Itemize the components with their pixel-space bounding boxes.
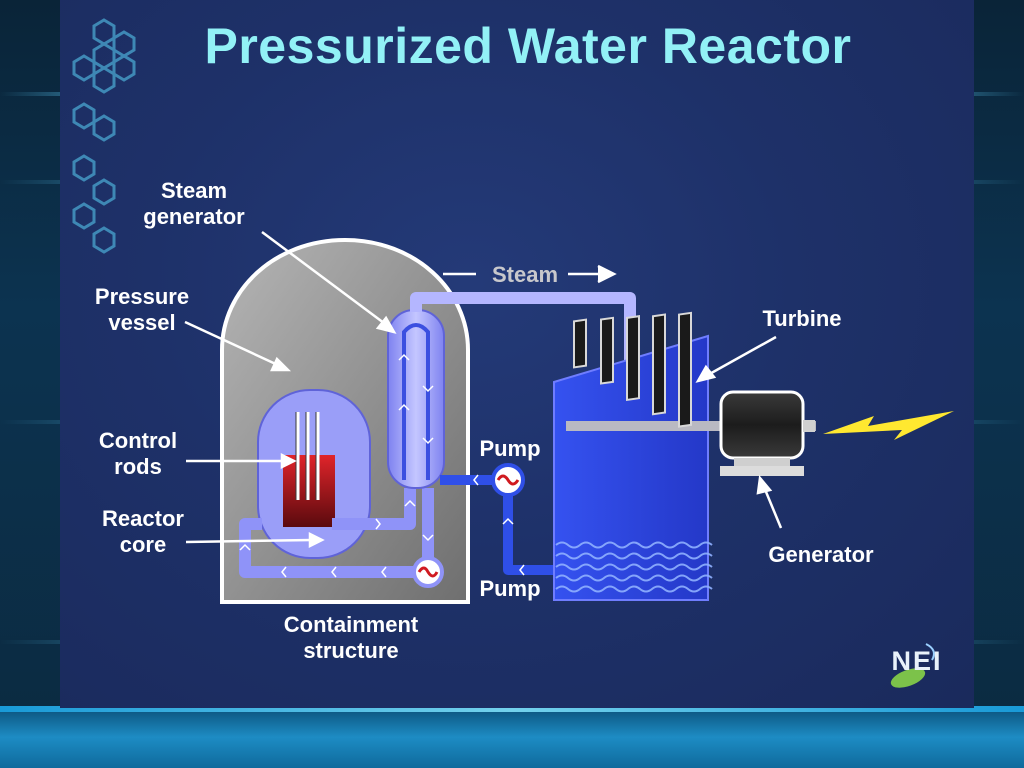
label-pressure-vessel: Pressure vessel [78,284,206,336]
steam-generator [387,309,445,489]
turbine-blades [566,311,816,431]
label-pressure-vessel-line2: vessel [108,310,176,335]
turbine-housing [553,334,713,601]
label-containment-line2: structure [303,638,399,663]
bottom-glow [0,706,1024,716]
label-control-rods-line2: rods [114,454,162,479]
leader-lines [184,230,783,549]
label-reactor-core-line1: Reactor [102,506,184,531]
page-title: Pressurized Water Reactor [204,18,852,74]
label-steam: Steam [491,262,559,287]
label-reactor-core: Reactor core [82,506,204,558]
nei-logo [890,643,935,688]
label-turbine: Turbine [762,306,842,331]
label-containment-line1: Containment [283,612,419,637]
flow-arrows [239,353,525,578]
label-steam-generator-line1: Steam [160,178,228,203]
label-reactor-core-line2: core [119,532,167,557]
label-steam-generator-line2: generator [143,204,245,229]
generator [719,390,815,476]
label-containment-structure: Containment structure [260,612,442,664]
steam-arrow [443,264,617,284]
label-steam-generator: Steam generator [124,178,264,230]
label-pump-lower: Pump [479,576,541,601]
label-pump-upper: Pump [479,436,541,461]
bottom-band [0,712,1024,768]
label-pressure-vessel-line1: Pressure [94,284,190,309]
pump-lower [412,556,444,588]
label-generator: Generator [768,542,874,567]
label-control-rods: Control rods [82,428,194,480]
slide-panel [60,0,974,708]
nei-logo-text: NEI [891,646,943,676]
control-rods [296,412,320,500]
label-control-rods-line1: Control [98,428,178,453]
hexagon-decoration [72,18,136,254]
pump-upper [491,463,525,497]
lightning-icon [823,411,954,440]
